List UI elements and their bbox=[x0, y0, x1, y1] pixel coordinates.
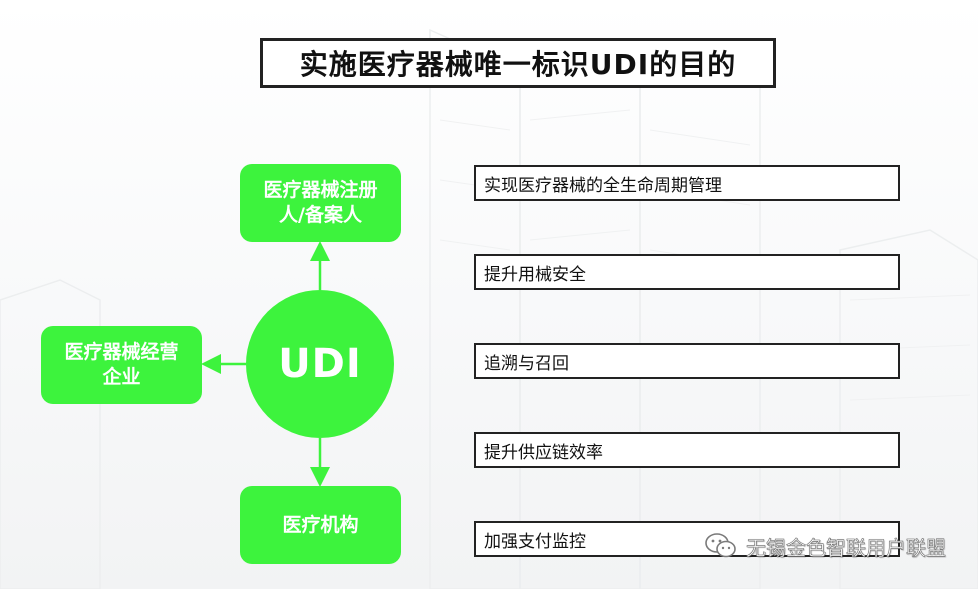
node-medical-institution-label: 医疗机构 bbox=[282, 513, 359, 536]
page-title: 实施医疗器械唯一标识UDI的目的 bbox=[299, 48, 737, 81]
udi-center-label: UDI bbox=[278, 341, 362, 387]
udi-center-circle: UDI bbox=[246, 290, 394, 438]
purpose-item-2-text: 提升用械安全 bbox=[484, 264, 586, 285]
node-registrant: 医疗器械注册 人/备案人 bbox=[240, 164, 401, 242]
purpose-item-1: 实现医疗器械的全生命周期管理 bbox=[474, 165, 900, 201]
purpose-item-4-text: 提升供应链效率 bbox=[484, 442, 603, 463]
purpose-item-1-text: 实现医疗器械的全生命周期管理 bbox=[484, 175, 722, 196]
node-registrant-line2: 人/备案人 bbox=[279, 204, 362, 226]
title-box: 实施医疗器械唯一标识UDI的目的 bbox=[260, 38, 776, 88]
node-distributor-line2: 企业 bbox=[102, 366, 141, 388]
watermark: 无锡金色智联用户联盟 bbox=[704, 531, 946, 561]
node-distributor: 医疗器械经营 企业 bbox=[41, 326, 202, 404]
watermark-text: 无锡金色智联用户联盟 bbox=[746, 535, 947, 560]
purpose-item-4: 提升供应链效率 bbox=[474, 432, 900, 468]
node-registrant-line1: 医疗器械注册 bbox=[263, 179, 378, 201]
purpose-item-2: 提升用械安全 bbox=[474, 254, 900, 290]
wechat-icon bbox=[705, 533, 736, 558]
purpose-item-3: 追溯与召回 bbox=[474, 343, 900, 379]
node-distributor-line1: 医疗器械经营 bbox=[64, 341, 179, 363]
purpose-item-3-text: 追溯与召回 bbox=[484, 353, 569, 374]
purpose-item-5-text: 加强支付监控 bbox=[484, 531, 586, 552]
node-medical-institution: 医疗机构 bbox=[240, 486, 401, 564]
purpose-item-5: 加强支付监控 bbox=[474, 521, 900, 557]
